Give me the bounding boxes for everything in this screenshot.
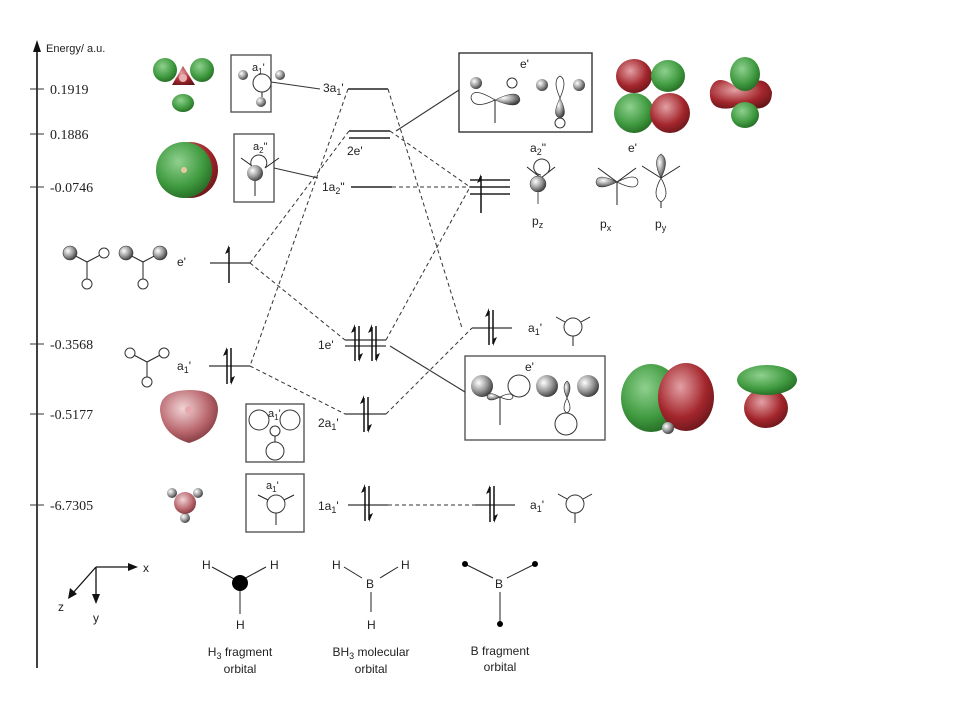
b-level-a1-upper: a1' xyxy=(472,308,591,346)
tick-label: 0.1886 xyxy=(50,128,89,143)
box-a1-1: a1' xyxy=(245,473,305,533)
py-orbital-sketch: py xyxy=(641,153,681,233)
caption-h3-line1: H3 fragment xyxy=(208,645,273,661)
b-a1-core-label: a1' xyxy=(530,498,544,514)
h3-level-a1 xyxy=(209,347,250,385)
pz-orbital-sketch: pz xyxy=(526,158,556,230)
h3-a1-label: a1' xyxy=(177,359,191,375)
mo-label-1e: 1e' xyxy=(318,338,334,352)
axis-x-label: x xyxy=(143,561,149,575)
h-atom: H xyxy=(367,618,376,632)
mo-label-2a1: 2a1' xyxy=(318,416,339,432)
h3-level-e xyxy=(210,245,250,283)
px-label: px xyxy=(600,217,612,233)
b-level-a1-lower: a1' xyxy=(475,485,593,523)
axis-ticks: 0.1919 0.1886 -0.0746 -0.3568 -0.5177 -6… xyxy=(30,83,93,514)
z-arrow-icon xyxy=(68,588,77,599)
b-core-orbital-sketch xyxy=(557,493,593,523)
box-a1-top: a1' xyxy=(230,54,285,113)
box-a2: a2" xyxy=(233,133,280,203)
caption-bh3-line1: BH3 molecular xyxy=(332,645,409,661)
bh3-structure: B H H H xyxy=(332,558,410,632)
tick-label: -0.0746 xyxy=(50,181,93,196)
mo-label-2e: 2e' xyxy=(347,144,363,158)
b-a1-label: a1' xyxy=(528,321,542,337)
box-a2-label: a2" xyxy=(253,141,268,155)
axis-z-label: z xyxy=(58,600,64,614)
axis-title: Energy/ a.u. xyxy=(46,43,105,55)
isosurface-1a1 xyxy=(167,488,203,523)
mo-label-1a2: 1a2" xyxy=(322,180,345,196)
h3-a1-sketch xyxy=(124,347,170,388)
h-atom: H xyxy=(270,558,279,572)
b-atom: B xyxy=(366,577,374,591)
tick-label: -0.5177 xyxy=(50,408,93,423)
y-arrow-icon xyxy=(92,594,100,604)
box-a1-2-label: a1' xyxy=(268,408,281,422)
axis-y-label: y xyxy=(93,611,99,625)
px-orbital-sketch: px xyxy=(595,167,639,233)
mo-level-3a1: 3a1' xyxy=(323,81,388,97)
box-a1-2: a1' xyxy=(245,403,305,463)
isosurface-1e-b xyxy=(737,365,797,428)
b-e-label: e' xyxy=(628,141,637,155)
isosurface-2e-a xyxy=(614,59,690,133)
b-level-p xyxy=(470,174,510,213)
tick-label: -6.7305 xyxy=(50,499,93,514)
h-atom: H xyxy=(202,558,211,572)
h-atom: H xyxy=(401,558,410,572)
tick-label: 0.1919 xyxy=(50,83,89,98)
box-a1-1-label: a1' xyxy=(266,480,279,494)
mo-level-1e: 1e' xyxy=(318,324,386,362)
b-a2-label: a2" xyxy=(530,141,546,157)
caption-b-line2: orbital xyxy=(484,660,517,674)
isosurface-1a2 xyxy=(156,142,218,198)
tick-label: -0.3568 xyxy=(50,338,93,353)
mo-level-1a2: 1a2" xyxy=(322,180,392,196)
isosurface-2a1 xyxy=(160,390,218,443)
caption-bh3-line2: orbital xyxy=(355,662,388,676)
mo-level-2a1: 2a1' xyxy=(318,395,386,433)
isosurface-1e-a xyxy=(621,363,714,434)
h3-structure: H H H xyxy=(202,558,279,632)
captions: H3 fragment orbital BH3 molecular orbita… xyxy=(208,644,530,676)
box-e-bottom-label: e' xyxy=(525,360,534,374)
h-atom: H xyxy=(236,618,245,632)
x-arrow-icon xyxy=(128,563,138,571)
mo-level-1a1: 1a1' xyxy=(318,484,388,522)
box-e-top: e' xyxy=(458,52,593,133)
h3-e-label: e' xyxy=(177,255,186,269)
b-atom: B xyxy=(495,577,503,591)
energy-axis: Energy/ a.u. 0.1919 0.1886 -0.0746 -0.35… xyxy=(30,40,105,668)
box-e-top-label: e' xyxy=(520,57,529,71)
h3-e-sketch xyxy=(62,245,168,290)
caption-b-line1: B fragment xyxy=(471,644,530,658)
electron-pairs xyxy=(354,326,377,361)
isosurface-3a1 xyxy=(153,58,214,112)
isosurface-2e-b xyxy=(709,57,772,128)
pz-label: pz xyxy=(532,214,544,230)
axis-arrow-icon xyxy=(33,40,41,52)
box-e-bottom: e' xyxy=(464,355,606,441)
h-atom: H xyxy=(332,558,341,572)
b-structure: B xyxy=(462,561,538,627)
correlation-lines xyxy=(249,81,475,506)
mo-level-2e: 2e' xyxy=(347,130,390,158)
mo-label-1a1: 1a1' xyxy=(318,499,339,515)
py-label: py xyxy=(655,217,667,233)
b-s-orbital-sketch xyxy=(555,316,591,346)
mo-label-3a1: 3a1' xyxy=(323,81,344,97)
caption-h3-line2: orbital xyxy=(224,662,257,676)
axes-triad: x y z xyxy=(58,561,149,625)
